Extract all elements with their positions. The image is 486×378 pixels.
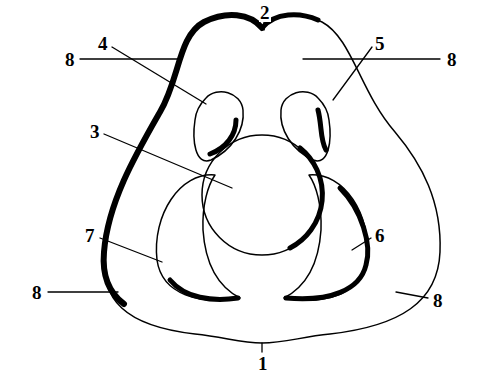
leader-line	[396, 292, 428, 298]
callout-number: 8	[31, 283, 43, 302]
callout-number: 3	[89, 122, 101, 141]
callout-number: 7	[84, 226, 96, 245]
central-canal	[202, 135, 322, 255]
thick-border	[286, 188, 368, 299]
callout-number: 4	[97, 34, 109, 53]
outer-outline	[104, 15, 441, 343]
thick-border	[170, 280, 238, 299]
leader-line	[263, 22, 264, 30]
leader-line	[104, 134, 232, 188]
callout-number: 8	[432, 291, 444, 310]
leader-line	[48, 291, 118, 292]
thick-border	[210, 120, 236, 154]
callout-number: 8	[64, 50, 76, 69]
callout-number: 1	[257, 354, 269, 373]
thick-border	[318, 110, 326, 150]
cavity	[156, 175, 240, 300]
leader-line	[80, 58, 180, 59]
leader-line	[303, 58, 440, 59]
cavity	[281, 92, 330, 161]
callout-number: 2	[259, 3, 271, 22]
cavity	[284, 175, 368, 300]
leader-line	[333, 47, 372, 100]
callout-number: 6	[374, 226, 386, 245]
callout-number: 5	[374, 34, 386, 53]
leader-line	[100, 238, 162, 262]
cavity	[194, 92, 243, 161]
leader-line	[261, 343, 262, 352]
leader-line	[112, 47, 206, 104]
callout-number: 8	[446, 50, 458, 69]
leader-line	[352, 238, 371, 250]
